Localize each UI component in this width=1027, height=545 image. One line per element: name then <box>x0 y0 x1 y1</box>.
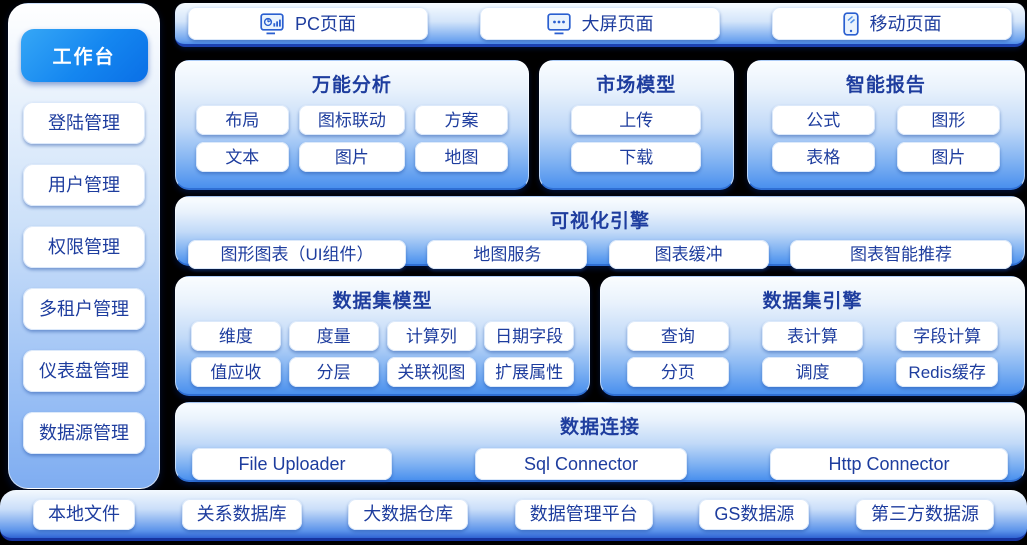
feature-image[interactable]: 图片 <box>298 142 406 172</box>
main-column: PC页面 大屏页面 <box>175 3 1025 482</box>
connector-sql[interactable]: Sql Connector <box>475 448 687 480</box>
tab-label: 大屏页面 <box>581 13 654 34</box>
big-screen-dots-icon <box>546 12 571 35</box>
viz-chart-buffer[interactable]: 图表缓冲 <box>608 240 769 269</box>
engine-table-calc[interactable]: 表计算 <box>761 321 864 351</box>
sidebar-item-login-management[interactable]: 登陆管理 <box>23 102 145 144</box>
sidebar-item-dashboard-management[interactable]: 仪表盘管理 <box>23 350 145 392</box>
panel-title: 市场模型 <box>596 75 677 96</box>
feature-layout[interactable]: 布局 <box>196 105 289 135</box>
data-sources-bar: 本地文件 关系数据库 大数据仓库 数据管理平台 GS数据源 第三方数据源 <box>0 490 1027 541</box>
tab-label: PC页面 <box>294 13 356 34</box>
panel-title: 万能分析 <box>311 75 392 96</box>
connector-http[interactable]: Http Connector <box>770 448 1008 480</box>
ds-linked-view[interactable]: 关联视图 <box>386 357 477 387</box>
feature-formula[interactable]: 公式 <box>771 105 875 135</box>
feature-picture[interactable]: 图片 <box>896 142 1000 172</box>
panel-title: 可视化引擎 <box>549 211 650 232</box>
panel-market-model: 市场模型 上传 下载 <box>538 60 734 190</box>
datasets-row: 数据集模型 维度 度量 计算列 日期字段 值应收 分层 关联视图 扩展属性 数据… <box>175 276 1025 396</box>
feature-download[interactable]: 下载 <box>571 142 702 172</box>
engine-query[interactable]: 查询 <box>627 321 729 351</box>
sidebar-item-permission-management[interactable]: 权限管理 <box>23 226 145 268</box>
panel-title: 数据连接 <box>559 417 640 438</box>
engine-field-calc[interactable]: 字段计算 <box>896 321 998 351</box>
sidebar-item-multitenant-management[interactable]: 多租户管理 <box>23 288 145 330</box>
sidebar-item-workbench[interactable]: 工作台 <box>20 29 148 82</box>
feature-graphic[interactable]: 图形 <box>896 105 1000 135</box>
panel-dataset-engine: 数据集引擎 查询 表计算 字段计算 分页 调度 Redis缓存 <box>600 276 1025 396</box>
feature-chart-linkage[interactable]: 图标联动 <box>298 105 406 135</box>
panel-data-connect: 数据连接 File Uploader Sql Connector Http Co… <box>175 402 1025 482</box>
source-data-mgmt-platform[interactable]: 数据管理平台 <box>514 498 653 530</box>
panel-title: 智能报告 <box>845 75 926 96</box>
feature-table[interactable]: 表格 <box>771 142 875 172</box>
ds-calc-column[interactable]: 计算列 <box>386 321 477 351</box>
feature-upload[interactable]: 上传 <box>571 105 702 135</box>
ds-value-receive[interactable]: 值应收 <box>191 357 281 387</box>
panel-smart-report: 智能报告 公式 图形 表格 图片 <box>746 60 1025 190</box>
tab-pc-page[interactable]: PC页面 <box>188 7 428 40</box>
source-gs-datasource[interactable]: GS数据源 <box>699 498 810 530</box>
engine-scheduling[interactable]: 调度 <box>761 357 864 387</box>
connector-file-uploader[interactable]: File Uploader <box>192 448 392 480</box>
ds-measure[interactable]: 度量 <box>288 321 379 351</box>
tab-mobile-page[interactable]: 移动页面 <box>772 7 1012 40</box>
page-type-bar: PC页面 大屏页面 <box>175 3 1025 47</box>
panel-visual-engine: 可视化引擎 图形图表（UI组件） 地图服务 图表缓冲 图表智能推荐 <box>175 196 1025 269</box>
features-row: 万能分析 布局 图标联动 方案 文本 图片 地图 市场模型 上传 下载 智能 <box>175 60 1025 190</box>
ds-dimension[interactable]: 维度 <box>191 321 281 351</box>
sidebar-item-datasource-management[interactable]: 数据源管理 <box>23 412 145 454</box>
sidebar-item-user-management[interactable]: 用户管理 <box>23 164 145 206</box>
engine-paging[interactable]: 分页 <box>627 357 729 387</box>
source-third-party[interactable]: 第三方数据源 <box>855 498 994 530</box>
mobile-phone-icon <box>842 11 859 36</box>
sidebar: 工作台 登陆管理 用户管理 权限管理 多租户管理 仪表盘管理 数据源管理 <box>8 3 160 489</box>
panel-universal-analysis: 万能分析 布局 图标联动 方案 文本 图片 地图 <box>175 60 529 190</box>
feature-map[interactable]: 地图 <box>415 142 508 172</box>
engine-redis-cache[interactable]: Redis缓存 <box>896 357 998 387</box>
viz-map-service[interactable]: 地图服务 <box>427 240 588 269</box>
viz-ui-charts[interactable]: 图形图表（UI组件） <box>188 240 406 269</box>
ds-date-field[interactable]: 日期字段 <box>484 321 574 351</box>
panel-dataset-model: 数据集模型 维度 度量 计算列 日期字段 值应收 分层 关联视图 扩展属性 <box>175 276 590 396</box>
source-local-file[interactable]: 本地文件 <box>33 498 135 530</box>
tab-big-screen-page[interactable]: 大屏页面 <box>480 7 720 40</box>
tab-label: 移动页面 <box>869 13 942 34</box>
feature-text[interactable]: 文本 <box>196 142 289 172</box>
ds-hierarchy[interactable]: 分层 <box>288 357 379 387</box>
feature-scheme[interactable]: 方案 <box>415 105 508 135</box>
pc-monitor-chart-icon <box>260 12 284 35</box>
panel-title: 数据集模型 <box>332 291 433 312</box>
source-relational-db[interactable]: 关系数据库 <box>181 498 302 530</box>
ds-extended-attr[interactable]: 扩展属性 <box>484 357 574 387</box>
source-big-data-warehouse[interactable]: 大数据仓库 <box>348 498 469 530</box>
panel-title: 数据集引擎 <box>762 291 863 312</box>
viz-smart-recommend[interactable]: 图表智能推荐 <box>789 240 1012 269</box>
